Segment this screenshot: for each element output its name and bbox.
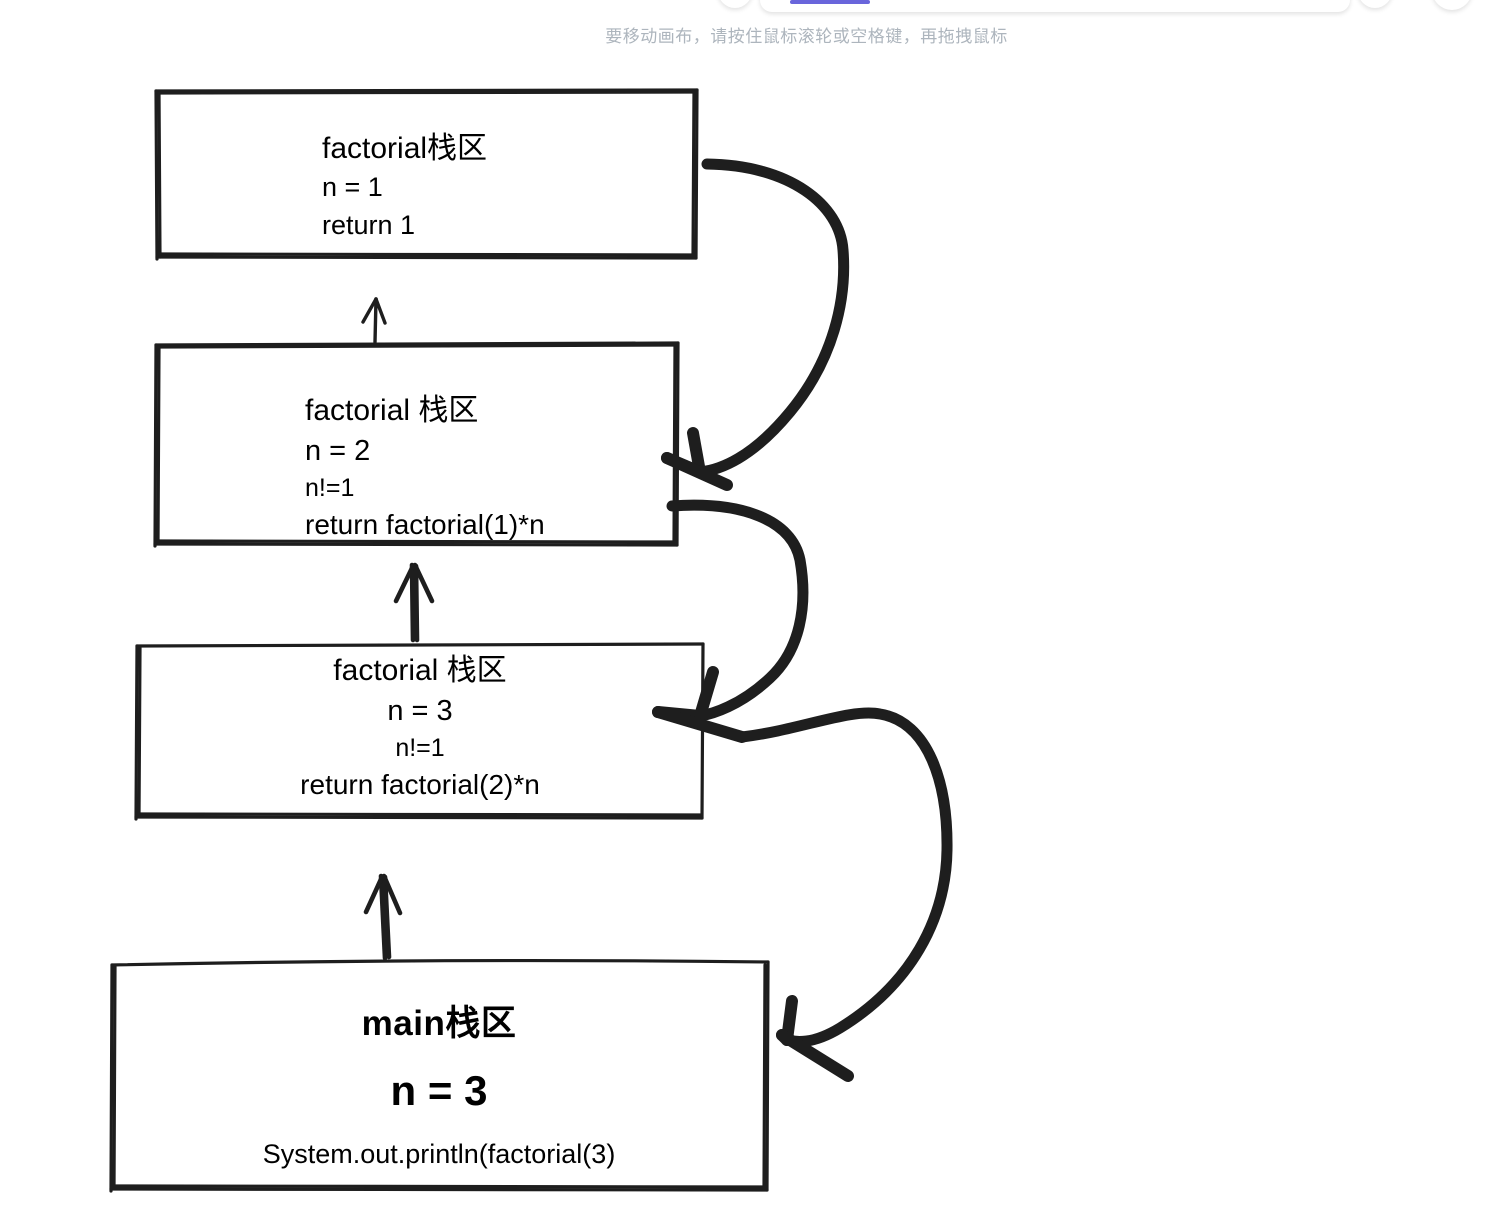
frame-line: System.out.println(factorial(3) <box>262 1139 616 1170</box>
frame-rect-main[interactable] <box>109 958 770 1193</box>
arrow-call-n3-to-n2[interactable] <box>393 562 435 643</box>
frame-text-factorial-n3: factorial 栈区 n = 3 n!=1 return factorial… <box>137 650 703 805</box>
arrow-return-n1-to-n2[interactable] <box>661 158 850 491</box>
canvas-pan-hint: 要移动画布，请按住鼠标滚轮或空格键，再拖拽鼠标 <box>605 27 1008 46</box>
frame-line: factorial 栈区 <box>305 394 479 427</box>
arrow-call-n2-to-n1[interactable] <box>361 297 387 344</box>
frame-line: n = 3 <box>387 695 453 728</box>
frame-rect-factorial-n1[interactable] <box>154 88 699 261</box>
frame-rect-factorial-n3[interactable] <box>134 642 705 821</box>
arrow-return-n3-to-main[interactable] <box>736 707 953 1082</box>
frame-line: n = 1 <box>322 172 383 203</box>
frame-line: factorial 栈区 <box>333 654 507 687</box>
frame-line: n = 3 <box>390 1067 488 1115</box>
frame-line: return factorial(2)*n <box>300 768 540 800</box>
frame-text-factorial-n2: factorial 栈区 n = 2 n!=1 return factorial… <box>305 390 545 545</box>
arrow-call-main-to-n3[interactable] <box>363 873 403 961</box>
frame-line: n!=1 <box>395 734 445 763</box>
arrow-return-n2-to-n3[interactable] <box>652 499 809 743</box>
frame-line: n!=1 <box>305 474 355 503</box>
frame-line: return factorial(1)*n <box>305 508 545 540</box>
frame-line: return 1 <box>322 209 416 240</box>
frame-line: factorial栈区 <box>322 132 488 165</box>
frame-text-main: main栈区 n = 3 System.out.println(factoria… <box>110 1000 768 1174</box>
frame-line: n = 2 <box>305 435 371 468</box>
frame-line: main栈区 <box>361 1004 517 1043</box>
frame-text-factorial-n1: factorial栈区 n = 1 return 1 <box>322 128 487 244</box>
